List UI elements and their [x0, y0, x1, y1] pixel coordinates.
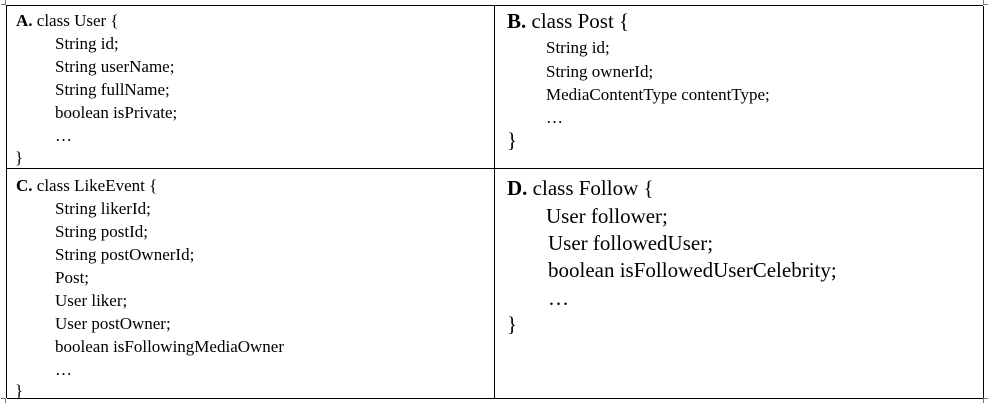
page-corner-mark-bottom-left [1, 398, 6, 403]
option-c-header: C. class LikeEvent { [16, 177, 157, 194]
option-d-line: User followedUser; [548, 231, 714, 255]
page-corner-mark-bottom-right [983, 398, 988, 403]
option-c-line: String postOwnerId; [55, 245, 195, 264]
option-d-class-declaration: class Follow { [527, 176, 654, 200]
option-a-cell: A. class User { String id; String userNa… [7, 6, 495, 169]
option-b-line: String id; [546, 38, 610, 57]
option-a-class-declaration: class User { [32, 11, 119, 30]
option-d-line: User follower; [546, 204, 668, 228]
option-a-letter: A. [16, 11, 33, 30]
option-b-ellipsis: … [546, 108, 563, 127]
option-b-letter: B. [507, 9, 527, 33]
option-c-cell: C. class LikeEvent { String likerId; Str… [7, 169, 495, 399]
option-a-header: A. class User { [16, 12, 119, 29]
option-c-ellipsis: … [55, 360, 72, 379]
option-a-line: String userName; [55, 57, 175, 76]
option-d-ellipsis: … [548, 286, 569, 310]
option-c-class-declaration: class LikeEvent { [32, 176, 158, 195]
option-c-line: String postId; [55, 222, 149, 241]
option-a-closing-brace: } [15, 148, 24, 167]
option-c-line: Post; [55, 268, 90, 287]
option-c-closing-brace: } [15, 381, 24, 400]
option-c-line: User postOwner; [55, 314, 171, 333]
option-a-line: boolean isPrivate; [55, 103, 178, 122]
option-b-header: B. class Post { [507, 11, 629, 32]
option-d-header: D. class Follow { [507, 178, 654, 199]
option-c-line: User liker; [55, 291, 128, 310]
option-b-line: String ownerId; [546, 62, 654, 81]
option-a-line: String fullName; [55, 80, 170, 99]
option-b-cell: B. class Post { String id; String ownerI… [495, 6, 984, 169]
page-corner-mark-top-left [1, 0, 6, 5]
option-b-closing-brace: } [507, 128, 518, 152]
option-d-closing-brace: } [507, 312, 518, 336]
option-b-class-declaration: class Post { [526, 9, 630, 33]
option-d-cell: D. class Follow { User follower; User fo… [495, 169, 984, 399]
option-d-line: boolean isFollowedUserCelebrity; [548, 258, 837, 282]
code-option-table: A. class User { String id; String userNa… [6, 5, 984, 399]
option-a-ellipsis: … [55, 126, 72, 145]
option-d-letter: D. [507, 176, 528, 200]
option-a-line: String id; [55, 34, 119, 53]
option-c-line: String likerId; [55, 199, 151, 218]
option-b-line: MediaContentType contentType; [546, 85, 770, 104]
option-c-line: boolean isFollowingMediaOwner [55, 337, 284, 356]
option-c-letter: C. [16, 176, 33, 195]
page-corner-mark-top-right [983, 0, 988, 5]
